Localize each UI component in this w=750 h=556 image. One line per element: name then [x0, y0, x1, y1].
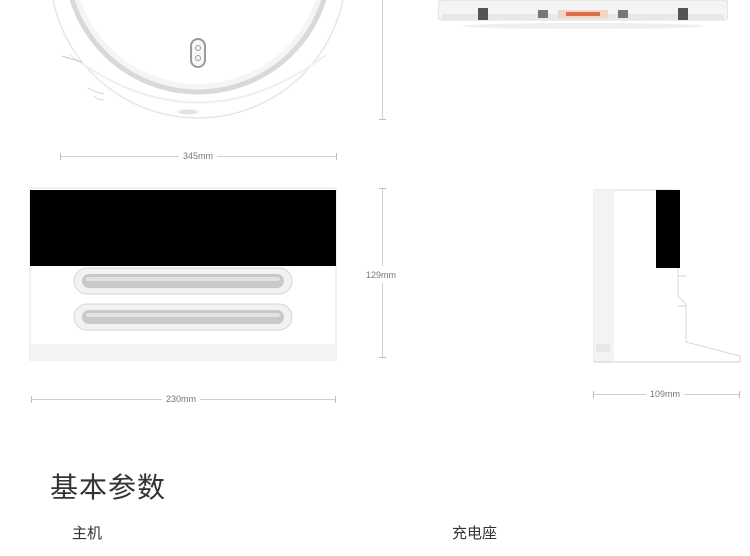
- main-unit-label: 主机: [72, 524, 103, 542]
- dock-height-line-top: [382, 188, 383, 266]
- dock-height-tick-bottom: [379, 357, 386, 358]
- dock-depth-tick-right: [739, 391, 740, 398]
- robot-width-tick-left: [60, 153, 61, 160]
- dock-depth-tick-left: [593, 391, 594, 398]
- dock-front-view: [29, 187, 337, 361]
- robot-height-dimension-line: [382, 0, 383, 120]
- dock-label: 充电座: [452, 524, 498, 542]
- dock-depth-label: 109mm: [646, 388, 685, 400]
- section-title: 基本参数: [50, 471, 167, 504]
- dock-width-label: 230mm: [162, 393, 201, 405]
- dock-height-line-bottom: [382, 283, 383, 358]
- dock-side-view: [593, 189, 741, 363]
- dock-width-tick-right: [335, 396, 336, 403]
- robot-height-tick: [379, 119, 386, 120]
- robot-vacuum-top-view: [52, 0, 344, 119]
- robot-width-label: 345mm: [179, 150, 218, 162]
- robot-power-button: [190, 38, 206, 68]
- robot-width-tick-right: [336, 153, 337, 160]
- dock-height-label: 129mm: [362, 269, 401, 281]
- dock-height-tick-top: [379, 188, 386, 189]
- dock-width-tick-left: [31, 396, 32, 403]
- robot-vacuum-side-view: [438, 0, 728, 29]
